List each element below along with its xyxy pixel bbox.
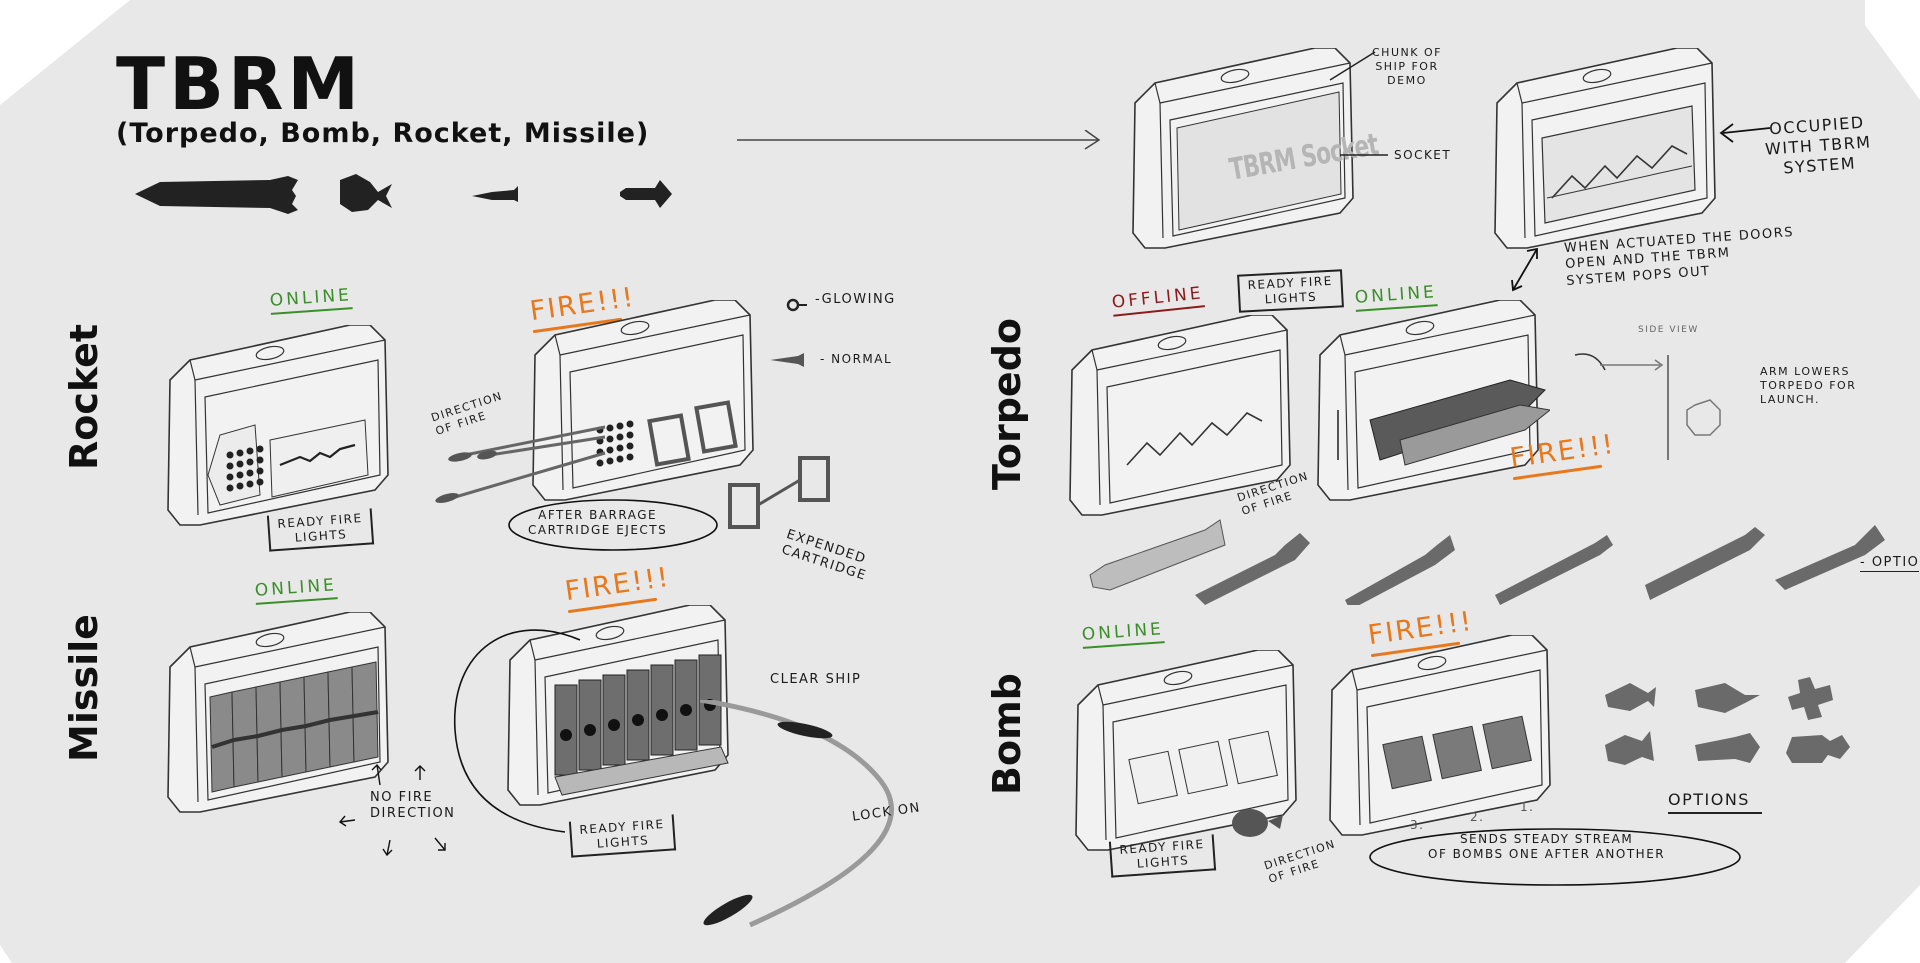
dropped-bomb: [1232, 809, 1283, 837]
no-fire-direction-note: NO FIRE DIRECTION: [370, 790, 456, 822]
torpedo-option-3: [1345, 535, 1455, 605]
torpedo-options-row: [1089, 519, 1885, 605]
side-view-label: SIDE VIEW: [1638, 325, 1699, 335]
title-to-socket-arrow: [737, 130, 1101, 150]
torpedo-option-1: [1089, 519, 1226, 591]
occupied-note: OCCUPIED WITH TBRM SYSTEM: [1764, 112, 1873, 178]
bomb-bay-doors: [1128, 730, 1278, 805]
torpedo-options-label: - OPTIO: [1860, 555, 1920, 573]
bomb-sequence-1: 1.: [1520, 800, 1535, 814]
normal-rocket-icon: [770, 353, 804, 367]
socket-housing-occupied: [1494, 48, 1716, 249]
torpedo-option-6: [1775, 525, 1885, 590]
missile-ready-lights-pointer: [454, 629, 581, 833]
bomb-sequence-2: 2.: [1470, 810, 1485, 824]
bomb-option-2: [1695, 683, 1760, 713]
bomb-option-4: [1605, 731, 1654, 765]
missile-icon: [620, 180, 672, 208]
legend-normal-label: - NORMAL: [820, 352, 893, 366]
section-label-bomb: Bomb: [985, 673, 1029, 795]
torpedo-side-view: [1574, 353, 1721, 460]
bomb-sequence-3: 3.: [1410, 818, 1425, 832]
activation-arrow: [1511, 247, 1538, 292]
missile-housing-online: [167, 612, 389, 813]
clear-ship-note: CLEAR SHIP: [770, 672, 862, 687]
bomb-housing-firing: [1329, 635, 1551, 836]
page-subtitle: (Torpedo, Bomb, Rocket, Missile): [116, 118, 650, 149]
torpedo-option-4: [1495, 535, 1613, 605]
torpedo-housing-online: [1317, 300, 1550, 501]
missile-ready-fire-lights-label: READY FIRE LIGHTS: [568, 814, 677, 858]
missile-silhouette-upper: [777, 721, 833, 739]
bomb-housing-online: [1075, 650, 1297, 851]
page-title: TBRM: [116, 42, 364, 126]
torpedo-option-2: [1195, 533, 1310, 605]
section-label-torpedo: Torpedo: [985, 317, 1029, 490]
rocket-tube-grid: [226, 445, 264, 492]
section-label-rocket: Rocket: [62, 323, 106, 470]
stream-note: SENDS STEADY STREAM OF BOMBS ONE AFTER A…: [1428, 832, 1666, 861]
after-barrage-bubble: [508, 499, 718, 551]
bomb-option-5: [1695, 733, 1760, 763]
missile-flight-path: [700, 700, 894, 928]
rocket-icon: [472, 186, 518, 202]
chunk-of-ship-note: CHUNK OF SHIP FOR DEMO: [1372, 46, 1442, 87]
torpedo-option-5: [1645, 527, 1765, 600]
stream-note-bubble: [1369, 828, 1741, 886]
arm-lowers-note: ARM LOWERS TORPEDO FOR LAUNCH.: [1760, 365, 1857, 406]
weapon-icon-row: [135, 174, 672, 214]
socket-callout-lines: [1329, 51, 1388, 156]
expended-cartridges: [728, 456, 830, 529]
bomb-option-6: [1786, 735, 1850, 763]
missile-housing-firing: [507, 605, 729, 806]
rocket-trails: [435, 425, 606, 503]
torpedo-icon: [135, 176, 298, 214]
glowing-rocket-icon: [786, 298, 807, 312]
no-fire-direction-arrows: [338, 763, 446, 857]
occupied-arrow: [1719, 123, 1771, 143]
torpedo-housing-offline: [1069, 315, 1291, 516]
rocket-ready-fire-lights-label: READY FIRE LIGHTS: [266, 508, 375, 552]
rocket-housing-online: [167, 325, 389, 526]
section-label-missile: Missile: [62, 614, 106, 762]
bomb-ready-fire-lights-label: READY FIRE LIGHTS: [1108, 834, 1217, 878]
bomb-option-1: [1605, 683, 1656, 711]
legend-glowing-label: -GLOWING: [815, 292, 896, 307]
socket-housing-empty: [1132, 48, 1354, 249]
socket-note: SOCKET: [1394, 148, 1452, 162]
bomb-options-label: OPTIONS: [1668, 790, 1762, 814]
bomb-options-grid: [1605, 677, 1850, 765]
missile-silhouette-lower: [703, 894, 753, 926]
bomb-option-3: [1788, 677, 1833, 720]
bomb-icon: [340, 174, 392, 212]
after-barrage-note: AFTER BARRAGE CARTRIDGE EJECTS: [528, 508, 668, 537]
